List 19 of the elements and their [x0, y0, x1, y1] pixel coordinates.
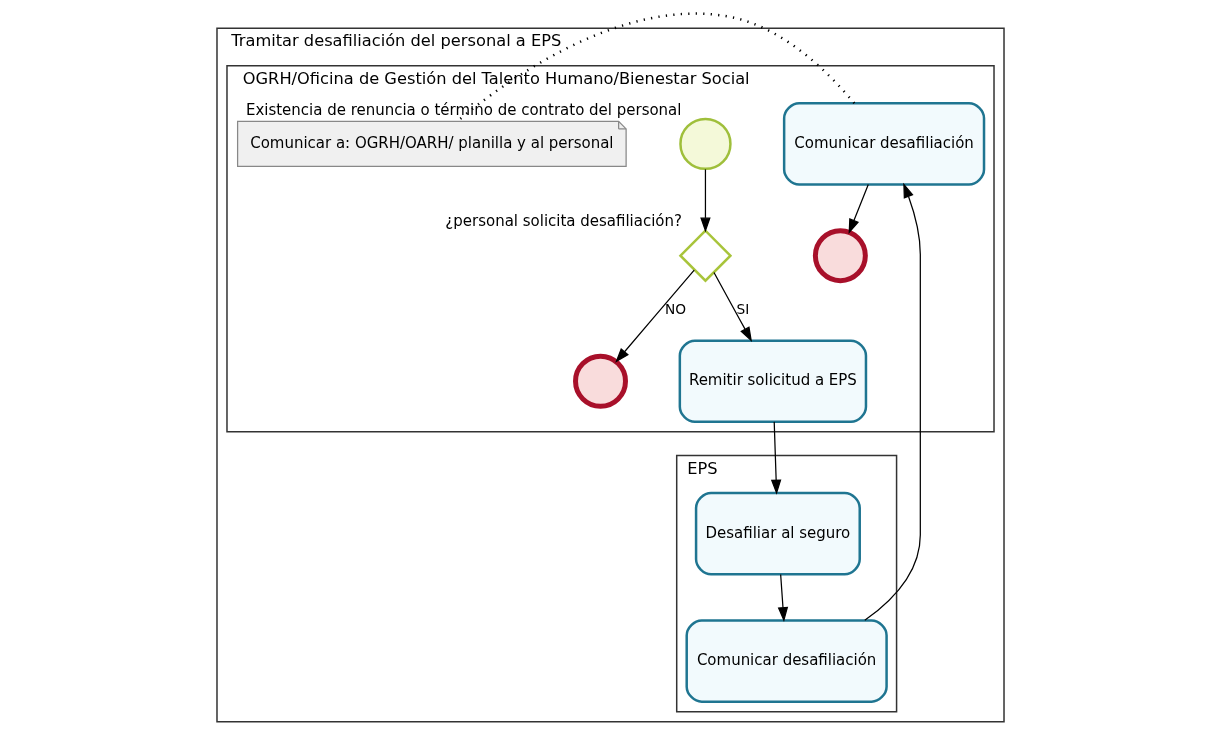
edge-label: SI: [736, 301, 750, 318]
node-label: ¿personal solicita desafiliación?: [445, 212, 682, 231]
node-label: Existencia de renuncia o término de contrato del personal: [245, 100, 682, 119]
arrow: [864, 182, 921, 621]
node-circle: [573, 353, 628, 409]
arrow: [848, 183, 869, 234]
arrow: [770, 421, 782, 495]
arrow: [713, 271, 753, 342]
node-diamond: [678, 228, 733, 283]
edge-label: NO: [664, 301, 687, 318]
node-box: Desafiliar al seguro: [694, 491, 861, 576]
arrow: [777, 573, 789, 622]
node-box: Remitir solicitud a EPS: [678, 339, 868, 424]
node-box: Comunicar desafiliación: [782, 102, 986, 186]
node-circle: [812, 228, 868, 284]
node-circle: [679, 117, 732, 171]
node-box: Comunicar desafiliación: [685, 619, 888, 703]
arrow: [700, 168, 711, 233]
arrow: [615, 269, 695, 363]
